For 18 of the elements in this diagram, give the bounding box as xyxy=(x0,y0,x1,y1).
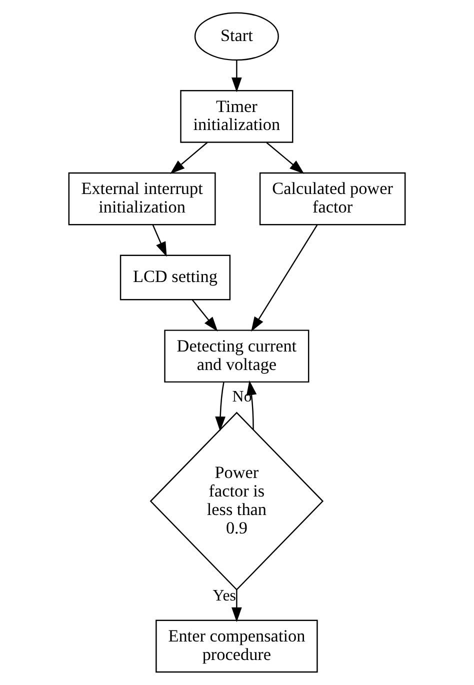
node-diamond: Power factor is less than 0.9 xyxy=(150,412,324,591)
arrow xyxy=(232,60,242,92)
arrow xyxy=(152,224,167,257)
arrow xyxy=(246,380,257,430)
arrow xyxy=(232,590,242,622)
arrow xyxy=(170,142,208,174)
edge-label: No xyxy=(232,388,252,406)
arrow xyxy=(266,142,304,174)
arrow xyxy=(251,224,318,332)
node-box: Enter compensation procedure xyxy=(156,620,318,673)
arrow xyxy=(215,382,226,432)
node-box: Detecting current and voltage xyxy=(164,330,310,383)
node-box: LCD setting xyxy=(120,254,231,300)
arrow xyxy=(192,300,218,332)
node-box: External interrupt initialization xyxy=(68,172,216,226)
node-box: Timer initialization xyxy=(180,90,294,143)
node-ellipse: Start xyxy=(194,12,279,61)
node-box: Calculated power factor xyxy=(259,172,406,226)
